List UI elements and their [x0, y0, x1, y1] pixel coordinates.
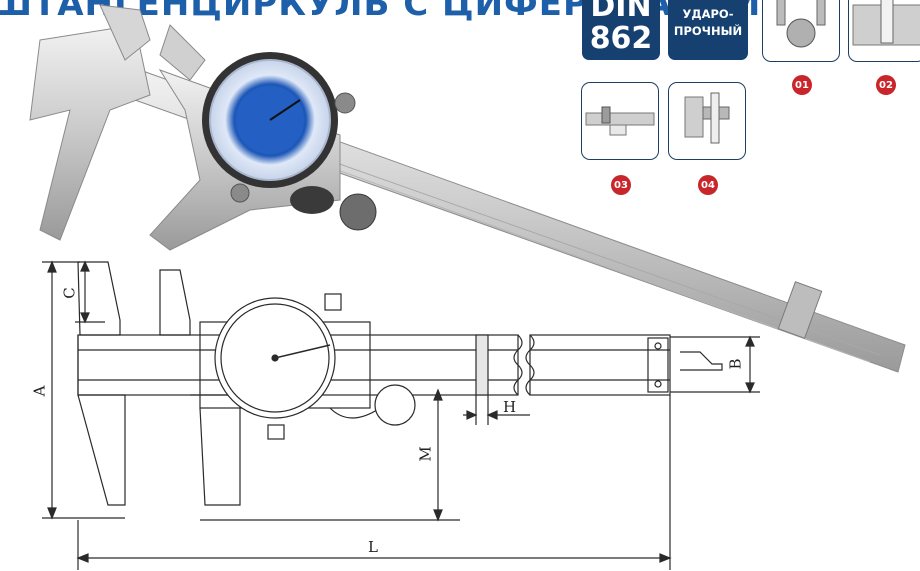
shockproof-badge: УДАРО- ПРОЧНЫЙ [668, 0, 748, 60]
outside-measure-icon [776, 0, 826, 48]
inside-measure-icon [852, 0, 920, 46]
dim-label-b: B [726, 358, 745, 370]
mode-number-01: 01 [792, 75, 812, 95]
mode-number-02: 02 [876, 75, 896, 95]
mode-tile-01 [762, 0, 840, 62]
step-measure-icon [585, 106, 655, 136]
mode-number-03: 03 [611, 175, 631, 195]
dim-label-m: M [416, 446, 435, 462]
mode-tile-03 [581, 82, 659, 160]
depth-measure-icon [684, 92, 730, 144]
mode-tile-04 [668, 82, 746, 160]
din-badge-line2: 862 [589, 21, 653, 56]
dim-label-a: A [30, 385, 49, 397]
mode-number-04: 04 [698, 175, 718, 195]
title-text: ШТАНГЕНЦИРКУЛЬ [0, 0, 404, 24]
dim-label-c: C [60, 287, 79, 299]
shock-badge-line2: ПРОЧНЫЙ [673, 24, 743, 38]
mode-tile-02 [848, 0, 920, 62]
dim-label-l: L [368, 538, 378, 556]
dim-label-h: H [503, 398, 517, 416]
din-badge: DIN 862 [582, 0, 660, 60]
din-badge-line1: DIN [590, 0, 652, 24]
shock-badge-line1: УДАРО- [682, 7, 734, 21]
